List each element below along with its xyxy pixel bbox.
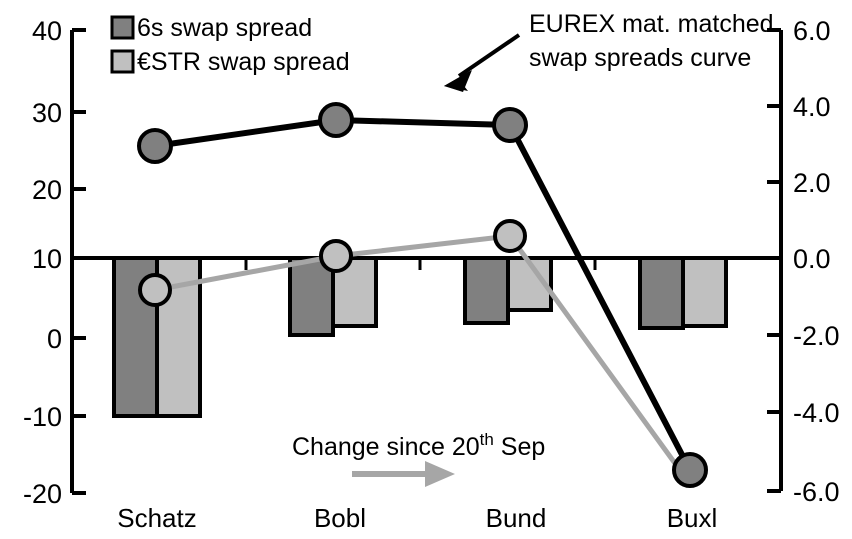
- right-axis-tick-3: 0.0: [793, 244, 831, 274]
- bar-6s-bobl[interactable]: [288, 256, 335, 337]
- right-axis-tick-4: -2.0: [793, 321, 840, 351]
- annotation-eurex-callout: EUREX mat. matched swap spreads curve: [444, 10, 774, 92]
- eurex-marker-bund[interactable]: [492, 107, 528, 143]
- bar-group-bund: [463, 256, 553, 325]
- left-axis-tick-6: -20: [23, 479, 62, 509]
- right-axis-tick-1: 4.0: [793, 92, 831, 122]
- eurex-marker-schatz[interactable]: [137, 128, 173, 164]
- legend-label-estr: €STR swap spread: [137, 48, 350, 76]
- legend-label-6s: 6s swap spread: [137, 14, 312, 42]
- category-axis-ticks: [244, 258, 597, 270]
- annotation-change-suffix: Sep: [494, 433, 545, 461]
- annotation-eurex-line2: swap spreads curve: [529, 44, 751, 72]
- annotation-change-superscript: th: [480, 430, 494, 449]
- left-axis-tick-0: 40: [32, 16, 62, 46]
- bar-group-buxl: [638, 256, 728, 330]
- change-line-path: [154, 233, 693, 486]
- annotation-change-prefix: Change since 20: [292, 433, 480, 461]
- left-axis-tick-3: 10: [32, 244, 62, 274]
- bar-estr-buxl[interactable]: [681, 256, 728, 328]
- legend-swatch-6s: [110, 15, 135, 40]
- annotation-arrow-down-left-icon: [444, 33, 521, 92]
- svg-text:Change since 20th Sep: Change since 20th Sep: [292, 430, 545, 461]
- category-label-schatz: Schatz: [117, 503, 197, 533]
- bar-6s-schatz[interactable]: [112, 256, 159, 418]
- change-marker-bund[interactable]: [493, 219, 527, 253]
- left-axis: 40 30 20 10 0 -10 -20: [23, 16, 86, 509]
- category-labels: Schatz Bobl Bund Buxl: [117, 503, 717, 533]
- category-label-buxl: Buxl: [667, 503, 718, 533]
- annotation-eurex-line1: EUREX mat. matched: [529, 10, 774, 38]
- bar-6s-bund[interactable]: [463, 256, 510, 325]
- change-marker-schatz[interactable]: [138, 273, 172, 307]
- eurex-line-path: [154, 116, 693, 472]
- left-axis-tick-1: 30: [32, 98, 62, 128]
- left-axis-tick-5: -10: [23, 402, 62, 432]
- category-label-bobl: Bobl: [314, 503, 366, 533]
- left-axis-tick-4: 0: [47, 324, 62, 354]
- left-axis-tick-2: 20: [32, 175, 62, 205]
- annotation-arrow-right-icon: [352, 461, 455, 487]
- bar-6s-buxl[interactable]: [638, 256, 685, 330]
- legend-swatch-estr: [110, 49, 135, 74]
- right-axis-tick-6: -6.0: [793, 477, 840, 507]
- right-axis-tick-2: 2.0: [793, 168, 831, 198]
- annotation-change-callout: Change since 20th Sep: [292, 430, 545, 487]
- right-axis: 6.0 4.0 2.0 0.0 -2.0 -4.0 -6.0: [767, 16, 840, 507]
- eurex-marker-bobl[interactable]: [318, 102, 354, 138]
- right-axis-tick-5: -4.0: [793, 398, 840, 428]
- series-eurex-curve: [137, 102, 708, 488]
- right-axis-tick-0: 6.0: [793, 16, 831, 46]
- eurex-marker-buxl[interactable]: [672, 452, 708, 488]
- legend: 6s swap spread €STR swap spread: [110, 14, 350, 76]
- category-label-bund: Bund: [486, 503, 547, 533]
- series-change-since-sep: [138, 219, 693, 486]
- change-marker-bobl[interactable]: [319, 239, 353, 273]
